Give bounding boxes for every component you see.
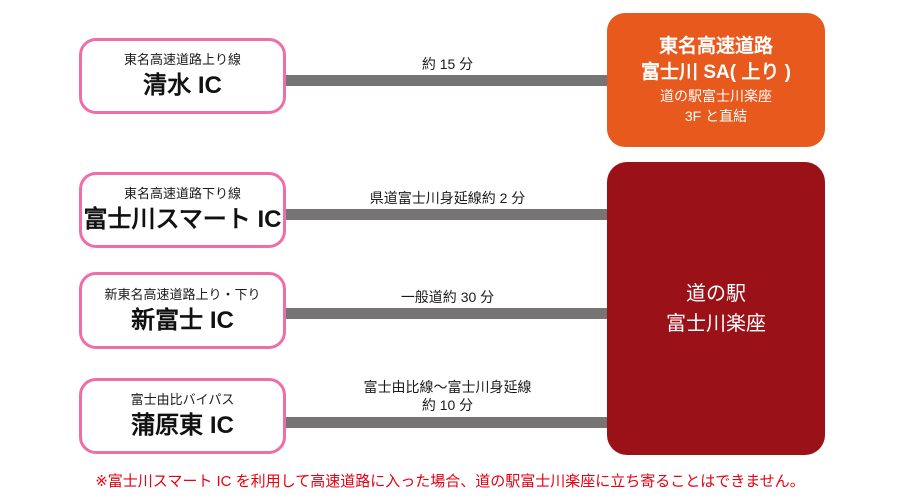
route-line-shimizu bbox=[283, 75, 612, 86]
travel-time-fujikawa-smart: 県道富士川身延線約 2 分 bbox=[283, 189, 612, 207]
destination-fujikawa-sa-box: 東名高速道路 富士川 SA( 上り ) 道の駅富士川楽座 3F と直結 bbox=[607, 13, 825, 147]
sa-title-line1: 東名高速道路 bbox=[658, 36, 773, 57]
road-name-label: 富士由比バイパス bbox=[130, 392, 235, 407]
sa-title-line2: 富士川 SA( 上り ) bbox=[641, 62, 791, 83]
travel-time-text-line1: 富士由比線〜富士川身延線 bbox=[363, 379, 532, 395]
travel-time-shinfuji: 一般道約 30 分 bbox=[283, 288, 612, 306]
sa-subtitle-line1: 道の駅富士川楽座 bbox=[660, 88, 772, 104]
ic-name-label: 清水 IC bbox=[143, 72, 222, 99]
road-name-label: 新東名高速道路上り・下り bbox=[104, 286, 261, 302]
travel-time-text: 一般道約 30 分 bbox=[400, 289, 495, 305]
ic-name-label: 蒲原東 IC bbox=[131, 412, 234, 439]
travel-time-text-line2: 約 10 分 bbox=[421, 397, 474, 413]
ic-box-shimizu: 東名高速道路上り線 清水 IC bbox=[79, 38, 286, 114]
ic-box-kambara-higashi: 富士由比バイパス 蒲原東 IC bbox=[79, 378, 286, 454]
station-name-line1: 道の駅 bbox=[686, 282, 746, 305]
station-name-line2: 富士川楽座 bbox=[666, 312, 766, 335]
route-line-fujikawa-smart bbox=[283, 209, 612, 220]
ic-box-shinfuji: 新東名高速道路上り・下り 新富士 IC bbox=[79, 272, 286, 349]
destination-fujikawa-rakuza-box: 道の駅 富士川楽座 bbox=[607, 162, 825, 455]
road-name-label: 東名高速道路下り線 bbox=[123, 186, 241, 201]
travel-time-text: 約 15 分 bbox=[421, 56, 474, 72]
road-name-label: 東名高速道路上り線 bbox=[123, 52, 241, 67]
travel-time-kambara-higashi: 富士由比線〜富士川身延線 約 10 分 bbox=[283, 378, 612, 414]
route-line-kambara-higashi bbox=[283, 417, 612, 428]
travel-time-shimizu: 約 15 分 bbox=[283, 55, 612, 73]
route-line-shinfuji bbox=[283, 308, 612, 319]
ic-box-fujikawa-smart: 東名高速道路下り線 富士川スマート IC bbox=[79, 172, 286, 248]
ic-name-label: 富士川スマート IC bbox=[83, 206, 282, 233]
travel-time-text: 県道富士川身延線約 2 分 bbox=[369, 190, 526, 206]
ic-name-label: 新富士 IC bbox=[131, 306, 234, 334]
sa-subtitle-line2: 3F と直結 bbox=[684, 108, 748, 124]
caution-note: ※富士川スマート IC を利用して高速道路に入った場合、道の駅富士川楽座に立ち寄… bbox=[95, 473, 805, 490]
